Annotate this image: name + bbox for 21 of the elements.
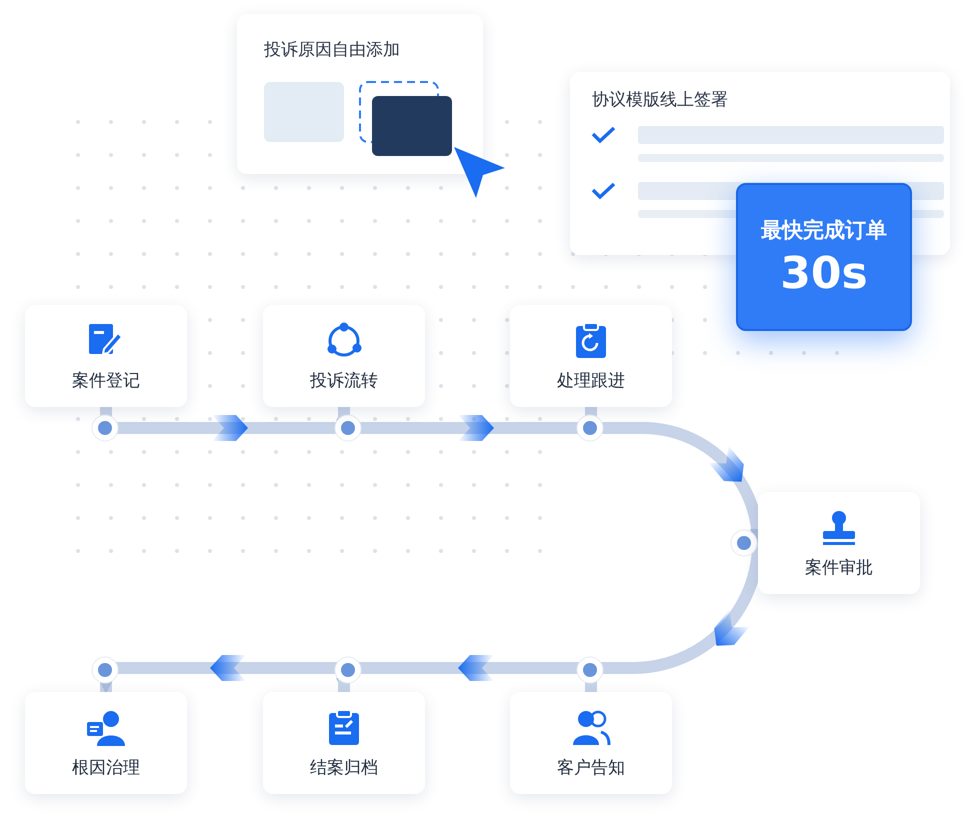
card-title: 协议模版线上签署 (592, 89, 728, 111)
badge-caption: 最快完成订单 (761, 216, 887, 244)
step-label: 结案归档 (310, 756, 378, 778)
step-card (758, 492, 920, 594)
step-card (263, 692, 425, 794)
step-label: 案件审批 (805, 556, 873, 578)
step-card (25, 305, 187, 407)
step-card (25, 692, 187, 794)
badge-value: 30s (780, 248, 868, 298)
highlight-badge (736, 183, 912, 331)
card-title: 投诉原因自由添加 (264, 39, 400, 61)
step-label: 根因治理 (72, 756, 140, 778)
step-card (263, 305, 425, 407)
step-card (510, 305, 672, 407)
step-label: 处理跟进 (557, 370, 625, 392)
step-label: 案件登记 (72, 370, 140, 392)
track-connector (98, 662, 350, 694)
step-label: 客户告知 (557, 756, 625, 778)
track-connector (336, 662, 597, 694)
step-card (510, 692, 672, 794)
step-label: 投诉流转 (310, 370, 378, 392)
